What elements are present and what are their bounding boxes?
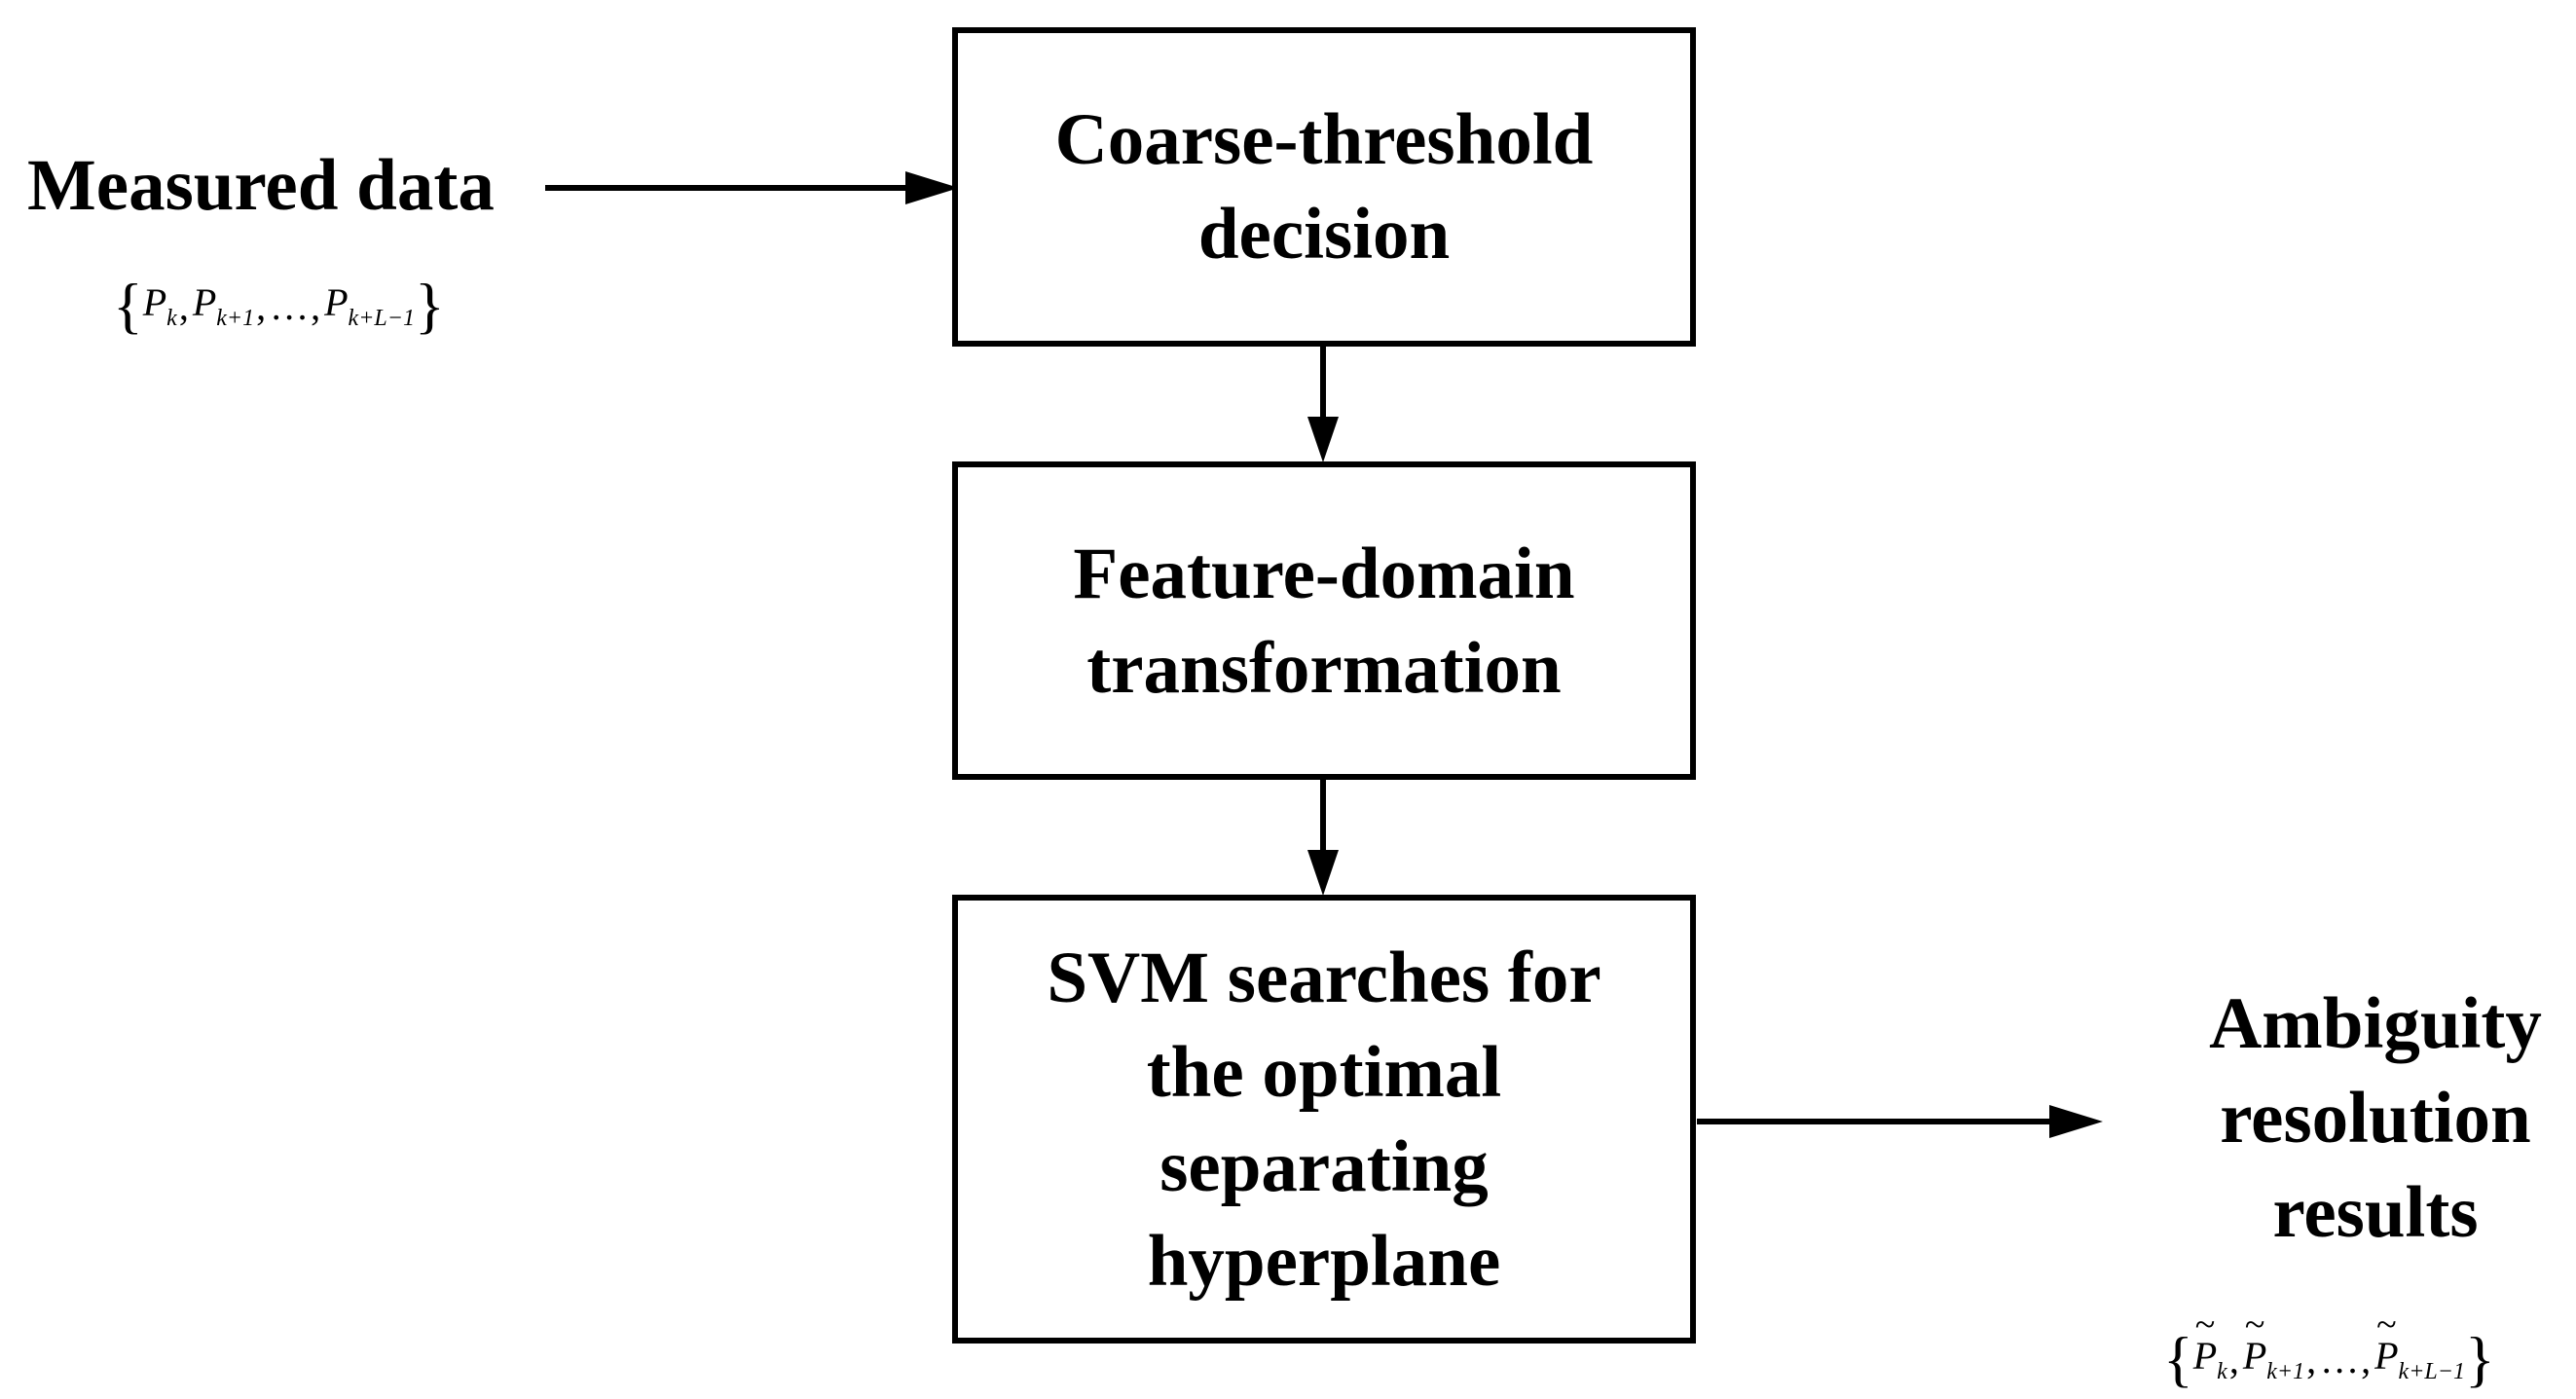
arrow-input-to-coarse-threshold <box>545 171 959 204</box>
set-term: Pk <box>142 280 177 331</box>
step-text-line: decision <box>1197 194 1451 275</box>
arrow-svm-to-results <box>1697 1105 2103 1138</box>
input-label: Measured data <box>27 138 495 233</box>
separator: , <box>2361 1337 2372 1381</box>
set-term: Pk+1 <box>192 280 255 331</box>
step-box-coarse-threshold: Coarse-threshold decision <box>952 27 1696 347</box>
output-label-line: resolution <box>2220 1078 2531 1159</box>
separator: , <box>2228 1337 2239 1381</box>
step-box-svm: SVM searches for the optimal separating … <box>952 895 1696 1344</box>
open-brace: { <box>2163 1324 2193 1393</box>
set-term: Pk+1 <box>2243 1304 2304 1385</box>
arrow-feature-domain-to-svm <box>1307 780 1339 896</box>
step-text-line: the optimal <box>1146 1031 1502 1113</box>
set-term: Pk+L−1 <box>2374 1304 2465 1385</box>
separator: , <box>311 283 321 328</box>
output-set-notation: { Pk , Pk+1 , … , Pk+L−1 } <box>2163 1304 2495 1393</box>
input-set-notation: { Pk , Pk+1 , … , Pk+L−1 } <box>113 275 445 337</box>
step-box-feature-domain: Feature-domain transformation <box>952 461 1696 780</box>
separator: , <box>2306 1337 2317 1381</box>
step-text-line: transformation <box>1086 627 1562 709</box>
close-brace: } <box>414 271 445 340</box>
close-brace: } <box>2464 1324 2495 1393</box>
set-term: … <box>2320 1337 2360 1381</box>
output-label-line: Ambiguity <box>2209 983 2542 1064</box>
output-label-line: results <box>2272 1172 2479 1253</box>
separator: , <box>178 283 189 328</box>
input-label-text: Measured data <box>27 145 495 226</box>
arrow-coarse-threshold-to-feature-domain <box>1307 347 1339 462</box>
set-term: Pk+L−1 <box>324 280 415 331</box>
open-brace: { <box>113 271 143 340</box>
step-text-line: SVM searches for <box>1047 937 1601 1018</box>
set-term: … <box>270 283 310 328</box>
set-term: Pk <box>2193 1304 2227 1385</box>
step-text-line: hyperplane <box>1147 1220 1501 1302</box>
separator: , <box>256 283 267 328</box>
step-text-line: separating <box>1159 1125 1489 1207</box>
step-text-line: Feature-domain <box>1073 533 1575 614</box>
step-text-line: Coarse-threshold <box>1054 99 1594 180</box>
output-label: Ambiguity resolution results <box>2181 976 2570 1260</box>
